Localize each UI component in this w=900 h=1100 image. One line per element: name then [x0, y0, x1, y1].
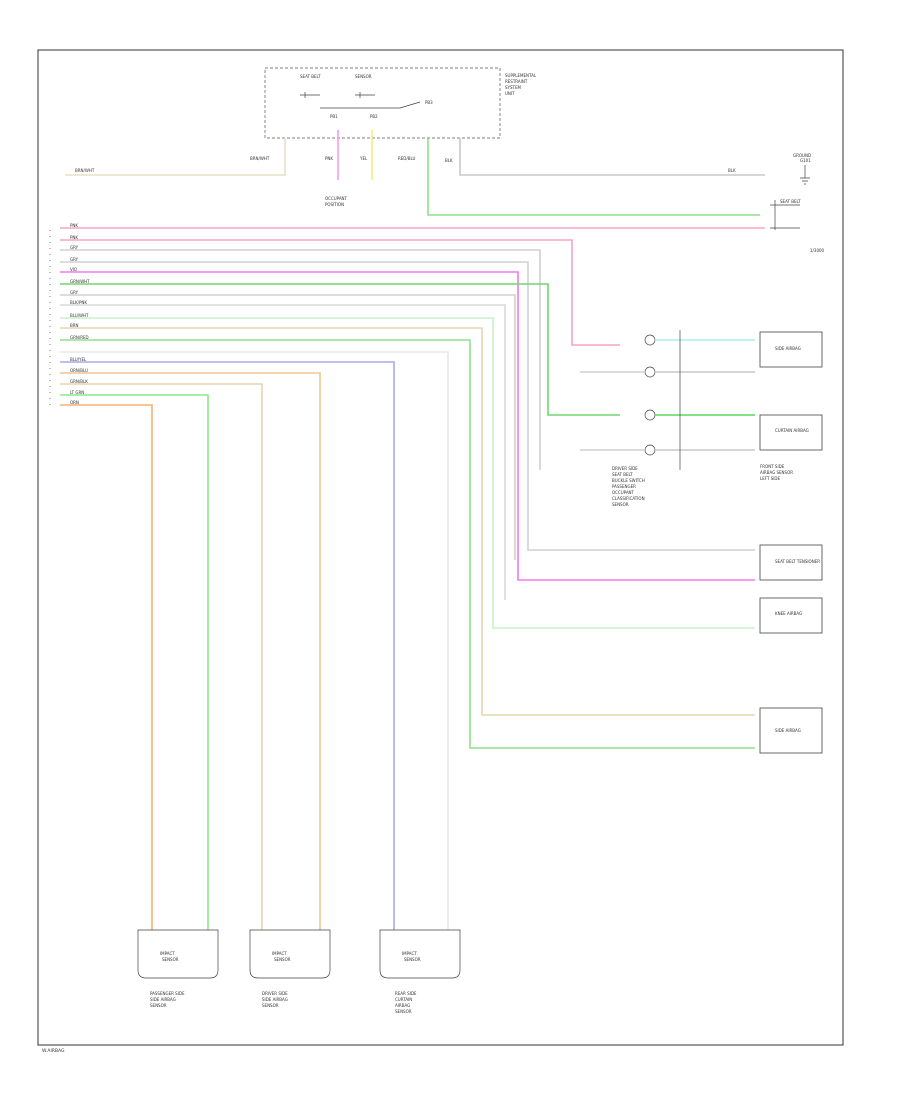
rc4-label: KNEE AIRBAG: [775, 611, 802, 616]
lw-label-10: GRN/RED: [70, 335, 89, 340]
bc2-name-2: SENSOR: [262, 1003, 279, 1008]
module-title-3: SYSTEM: [505, 85, 521, 90]
lw-label-1: PNK: [70, 235, 78, 240]
top-module: SUPPLEMENTAL RESTRAINT SYSTEM UNIT SEAT …: [264, 67, 537, 139]
seatbelt-label: SEAT BELT: [780, 199, 801, 204]
bc1-inner-1: SENSOR: [162, 957, 179, 962]
module-pin-3: PB3: [425, 100, 433, 105]
fs-title-0: DRIVER SIDE: [612, 466, 638, 471]
lw-label-0: PNK: [70, 223, 78, 228]
wire-label-blk: BLK: [445, 158, 453, 163]
rc1-label: SIDE AIRBAG: [775, 346, 801, 351]
module-title-2: RESTRAINT: [505, 79, 528, 84]
wire-label-pnk-top: PNK: [325, 156, 333, 161]
lw-label-8: BLU/WHT: [70, 313, 89, 318]
diagram-frame: [37, 49, 844, 1046]
bc1-name-2: SENSOR: [150, 1003, 167, 1008]
fs-title-4: OCCUPANT: [612, 490, 635, 495]
bc3-name-2: AIRBAG: [395, 1003, 410, 1008]
page-code: W.AIRBAG: [42, 1048, 65, 1054]
lw-label-9: BRN: [70, 323, 79, 328]
connector-left-label-1: OCCUPANT: [325, 196, 348, 201]
module-sub-1: SEAT BELT: [300, 74, 321, 79]
front-sensor-connectors: DRIVER SIDE SEAT BELT BUCKLE SWITCH PASS…: [580, 330, 755, 507]
lw-label-13: GRN/BLK: [70, 379, 88, 384]
ground-id: G101: [800, 158, 811, 163]
bottom-components: IMPACT SENSOR PASSENGER SIDE SIDE AIRBAG…: [137, 929, 461, 1014]
bc2-inner-1: SENSOR: [274, 957, 291, 962]
wire-label-brnwht-left: BRN/WHT: [75, 168, 95, 173]
lw-label-15: ORN: [70, 400, 79, 405]
lw-label-2: GRY: [70, 245, 79, 250]
left-wire-labels: PNK PNK GRY GRY VIO GRN/WHT GRY BLK/PNK …: [49, 223, 90, 410]
lw-label-12: ORN/BLU: [70, 368, 88, 373]
bc2-name-0: DRIVER SIDE: [262, 991, 288, 996]
lw-label-3: GRY: [70, 257, 79, 262]
fs-title-5: CLASSIFICATION: [612, 496, 645, 501]
top-wires: BRN/WHT BRN/WHT PNK YEL OCCUPANT POSITIO…: [65, 130, 765, 216]
bc2-name-1: SIDE AIRBAG: [262, 997, 288, 1002]
module-sub-2: SENSOR: [355, 74, 372, 79]
fs-side-2: LEFT SIDE: [760, 476, 781, 481]
ground-g101: GROUND G101: [793, 153, 811, 185]
lw-label-7: BLK/PNK: [70, 300, 87, 305]
bc3-inner-0: IMPACT: [402, 951, 417, 956]
rc3-label: SEAT BELT TENSIONER: [775, 559, 820, 564]
wire-label-blk-right: BLK: [728, 168, 736, 173]
lw-label-4: VIO: [70, 267, 77, 272]
connector-left-label-2: POSITION: [325, 202, 344, 207]
lw-label-11: BLU/YEL: [70, 357, 87, 362]
bc3-name-1: CURTAIN: [395, 997, 412, 1002]
wire-label-yel-top: YEL: [359, 156, 368, 161]
lw-label-14: LT GRN: [70, 390, 84, 395]
bc3-name-3: SENSOR: [395, 1009, 412, 1014]
module-title-1: SUPPLEMENTAL: [505, 73, 537, 78]
lw-label-6: GRY: [70, 290, 79, 295]
right-top-connector: SEAT BELT 1/3000: [770, 199, 825, 253]
fs-side-0: FRONT SIDE: [760, 464, 785, 469]
module-pin-1: PB1: [330, 114, 338, 119]
rc2-label: CURTAIN AIRBAG: [775, 428, 809, 433]
bc3-name-0: REAR SIDE: [395, 991, 417, 996]
lw-label-5: GRN/WHT: [70, 279, 90, 284]
rc5-label: SIDE AIRBAG: [775, 728, 801, 733]
bc1-name-0: PASSENGER SIDE: [150, 991, 185, 996]
wire-label-brnwht: BRN/WHT: [250, 156, 270, 161]
module-title-4: UNIT: [505, 91, 515, 96]
fs-title-6: SENSOR: [612, 502, 629, 507]
module-pin-2: PB2: [370, 114, 378, 119]
fs-side-1: AIRBAG SENSOR: [760, 470, 793, 475]
fs-title-3: PASSENGER: [612, 484, 636, 489]
bc2-inner-0: IMPACT: [272, 951, 287, 956]
fs-title-2: BUCKLE SWITCH: [612, 478, 645, 483]
fs-title-1: SEAT BELT: [612, 472, 633, 477]
diagram-number: 1/3000: [810, 248, 825, 253]
right-components: SIDE AIRBAG CURTAIN AIRBAG FRONT SIDE AI…: [759, 331, 823, 754]
bc3-inner-1: SENSOR: [404, 957, 421, 962]
wire-label-redblu: RED/BLU: [398, 156, 416, 161]
bc1-inner-0: IMPACT: [160, 951, 175, 956]
ground-label: GROUND: [793, 153, 811, 158]
left-bus: [60, 227, 765, 930]
bc1-name-1: SIDE AIRBAG: [150, 997, 176, 1002]
